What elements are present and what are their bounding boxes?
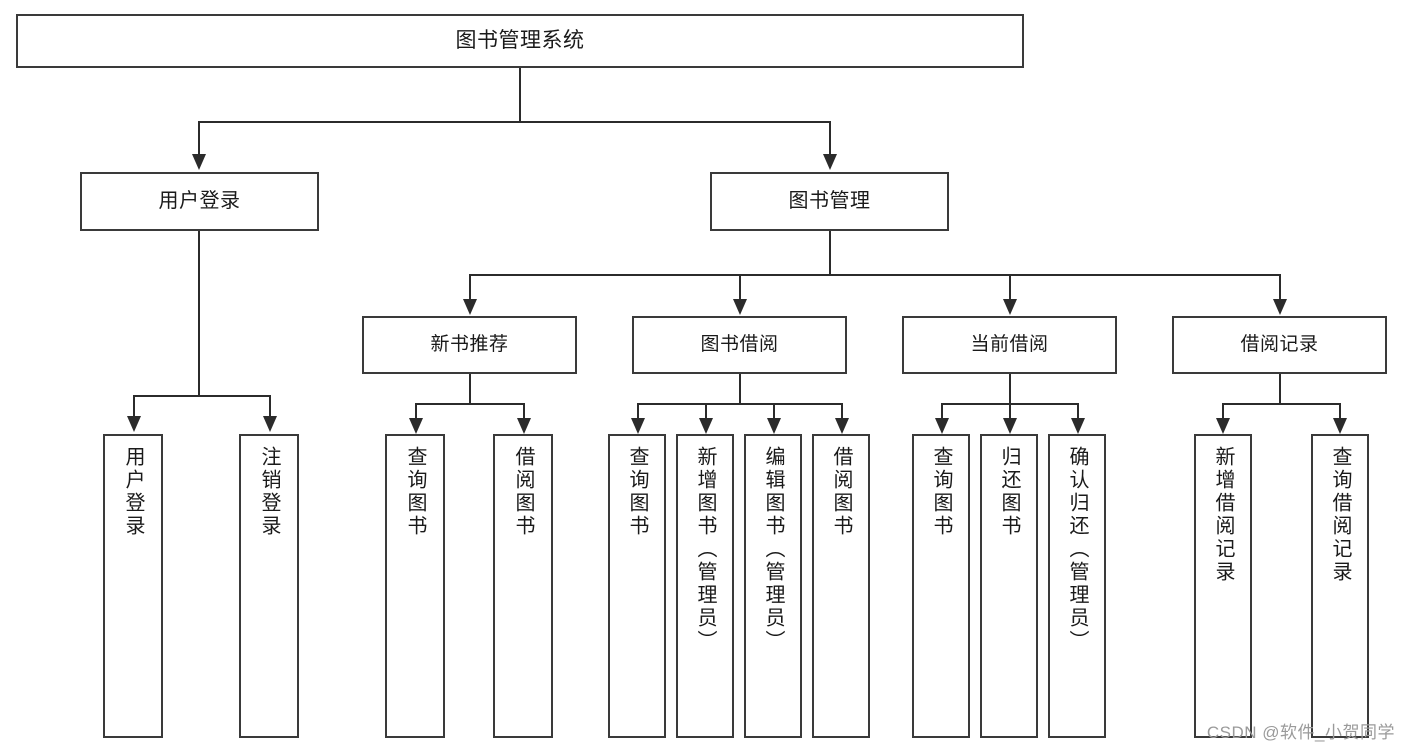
leaf-user-login-login[interactable]: 用户登录	[103, 434, 163, 738]
arrowhead-user-login-leaf-2	[263, 416, 277, 432]
node-label: 编辑图书（管理员）	[762, 446, 784, 653]
node-label: 查询图书	[930, 446, 952, 538]
leaf-recommend-borrow-book[interactable]: 借阅图书	[493, 434, 553, 738]
connector-record-stem	[1279, 374, 1281, 404]
node-label: 借阅图书	[512, 446, 534, 538]
arrowhead-to-borrow-record	[1273, 299, 1287, 315]
leaf-current-query-book[interactable]: 查询图书	[912, 434, 970, 738]
node-book-management[interactable]: 图书管理	[710, 172, 949, 231]
connector-current-drop-1	[941, 403, 943, 420]
connector-book-mgmt-drop-1	[469, 274, 471, 301]
connector-borrow-drop-2	[705, 403, 707, 420]
arrowhead-recommend-leaf-1	[409, 418, 423, 434]
leaf-recommend-query-book[interactable]: 查询图书	[385, 434, 445, 738]
connector-book-mgmt-drop-4	[1279, 274, 1281, 301]
connector-root-drop-left	[198, 121, 200, 156]
arrowhead-borrow-leaf-1	[631, 418, 645, 434]
connector-user-login-drop-2	[269, 395, 271, 418]
connector-book-mgmt-stem	[829, 231, 831, 275]
node-label: 归还图书	[998, 446, 1020, 538]
arrowhead-record-leaf-1	[1216, 418, 1230, 434]
node-user-login[interactable]: 用户登录	[80, 172, 319, 231]
arrowhead-current-leaf-2	[1003, 418, 1017, 434]
node-label: 图书管理	[788, 189, 871, 212]
connector-recommend-bus	[415, 403, 523, 405]
connector-borrow-stem	[739, 374, 741, 404]
connector-root-bus	[198, 121, 831, 123]
connector-record-drop-2	[1339, 403, 1341, 420]
leaf-borrow-query-book[interactable]: 查询图书	[608, 434, 666, 738]
arrowhead-to-book-management	[823, 154, 837, 170]
watermark-text: CSDN @软件_小贺同学	[1206, 723, 1395, 742]
arrowhead-borrow-leaf-2	[699, 418, 713, 434]
arrowhead-to-current-borrow	[1003, 299, 1017, 315]
leaf-current-confirm-return-admin[interactable]: 确认归还（管理员）	[1048, 434, 1106, 738]
node-root-system[interactable]: 图书管理系统	[16, 14, 1024, 68]
leaf-record-add-record[interactable]: 新增借阅记录	[1194, 434, 1252, 738]
arrowhead-to-book-borrow	[733, 299, 747, 315]
node-label: 当前借阅	[970, 333, 1049, 355]
connector-root-drop-right	[829, 121, 831, 156]
node-label: 确认归还（管理员）	[1066, 446, 1088, 653]
node-label: 用户登录	[122, 446, 144, 538]
leaf-current-return-book[interactable]: 归还图书	[980, 434, 1038, 738]
connector-book-mgmt-drop-3	[1009, 274, 1011, 301]
connector-recommend-drop-2	[523, 403, 525, 420]
leaf-user-login-logout[interactable]: 注销登录	[239, 434, 299, 738]
arrowhead-recommend-leaf-2	[517, 418, 531, 434]
node-label: 新增图书（管理员）	[694, 446, 716, 653]
node-label: 借阅记录	[1240, 333, 1319, 355]
node-label: 新增借阅记录	[1212, 446, 1234, 584]
connector-user-login-stem	[198, 231, 200, 396]
node-borrow-record[interactable]: 借阅记录	[1172, 316, 1387, 374]
arrowhead-user-login-leaf-1	[127, 416, 141, 432]
node-label: 注销登录	[258, 446, 280, 538]
node-label: 用户登录	[158, 189, 241, 212]
connector-recommend-drop-1	[415, 403, 417, 420]
leaf-record-query-record[interactable]: 查询借阅记录	[1311, 434, 1369, 738]
arrowhead-borrow-leaf-4	[835, 418, 849, 434]
node-current-borrow[interactable]: 当前借阅	[902, 316, 1117, 374]
node-new-book-recommend[interactable]: 新书推荐	[362, 316, 577, 374]
arrowhead-to-user-login	[192, 154, 206, 170]
leaf-borrow-add-book-admin[interactable]: 新增图书（管理员）	[676, 434, 734, 738]
arrowhead-current-leaf-1	[935, 418, 949, 434]
connector-borrow-drop-1	[637, 403, 639, 420]
connector-root-stem	[519, 68, 521, 122]
connector-borrow-drop-3	[773, 403, 775, 420]
node-label: 图书管理系统	[455, 28, 585, 52]
connector-user-login-drop-1	[133, 395, 135, 418]
leaf-borrow-borrow-book[interactable]: 借阅图书	[812, 434, 870, 738]
arrowhead-record-leaf-2	[1333, 418, 1347, 434]
node-label: 借阅图书	[830, 446, 852, 538]
node-label: 查询借阅记录	[1329, 446, 1351, 584]
arrowhead-to-new-book-recommend	[463, 299, 477, 315]
leaf-borrow-edit-book-admin[interactable]: 编辑图书（管理员）	[744, 434, 802, 738]
connector-borrow-drop-4	[841, 403, 843, 420]
arrowhead-current-leaf-3	[1071, 418, 1085, 434]
connector-record-bus	[1222, 403, 1339, 405]
node-book-borrow[interactable]: 图书借阅	[632, 316, 847, 374]
connector-current-drop-3	[1077, 403, 1079, 420]
connector-user-login-bus	[133, 395, 269, 397]
connector-book-mgmt-drop-2	[739, 274, 741, 301]
connector-book-mgmt-bus	[469, 274, 1281, 276]
connector-record-drop-1	[1222, 403, 1224, 420]
connector-borrow-bus	[637, 403, 843, 405]
node-label: 查询图书	[404, 446, 426, 538]
node-label: 新书推荐	[430, 333, 509, 355]
connector-current-stem	[1009, 374, 1011, 404]
connector-current-drop-2	[1009, 403, 1011, 420]
node-label: 图书借阅	[700, 333, 779, 355]
node-label: 查询图书	[626, 446, 648, 538]
arrowhead-borrow-leaf-3	[767, 418, 781, 434]
connector-recommend-stem	[469, 374, 471, 404]
